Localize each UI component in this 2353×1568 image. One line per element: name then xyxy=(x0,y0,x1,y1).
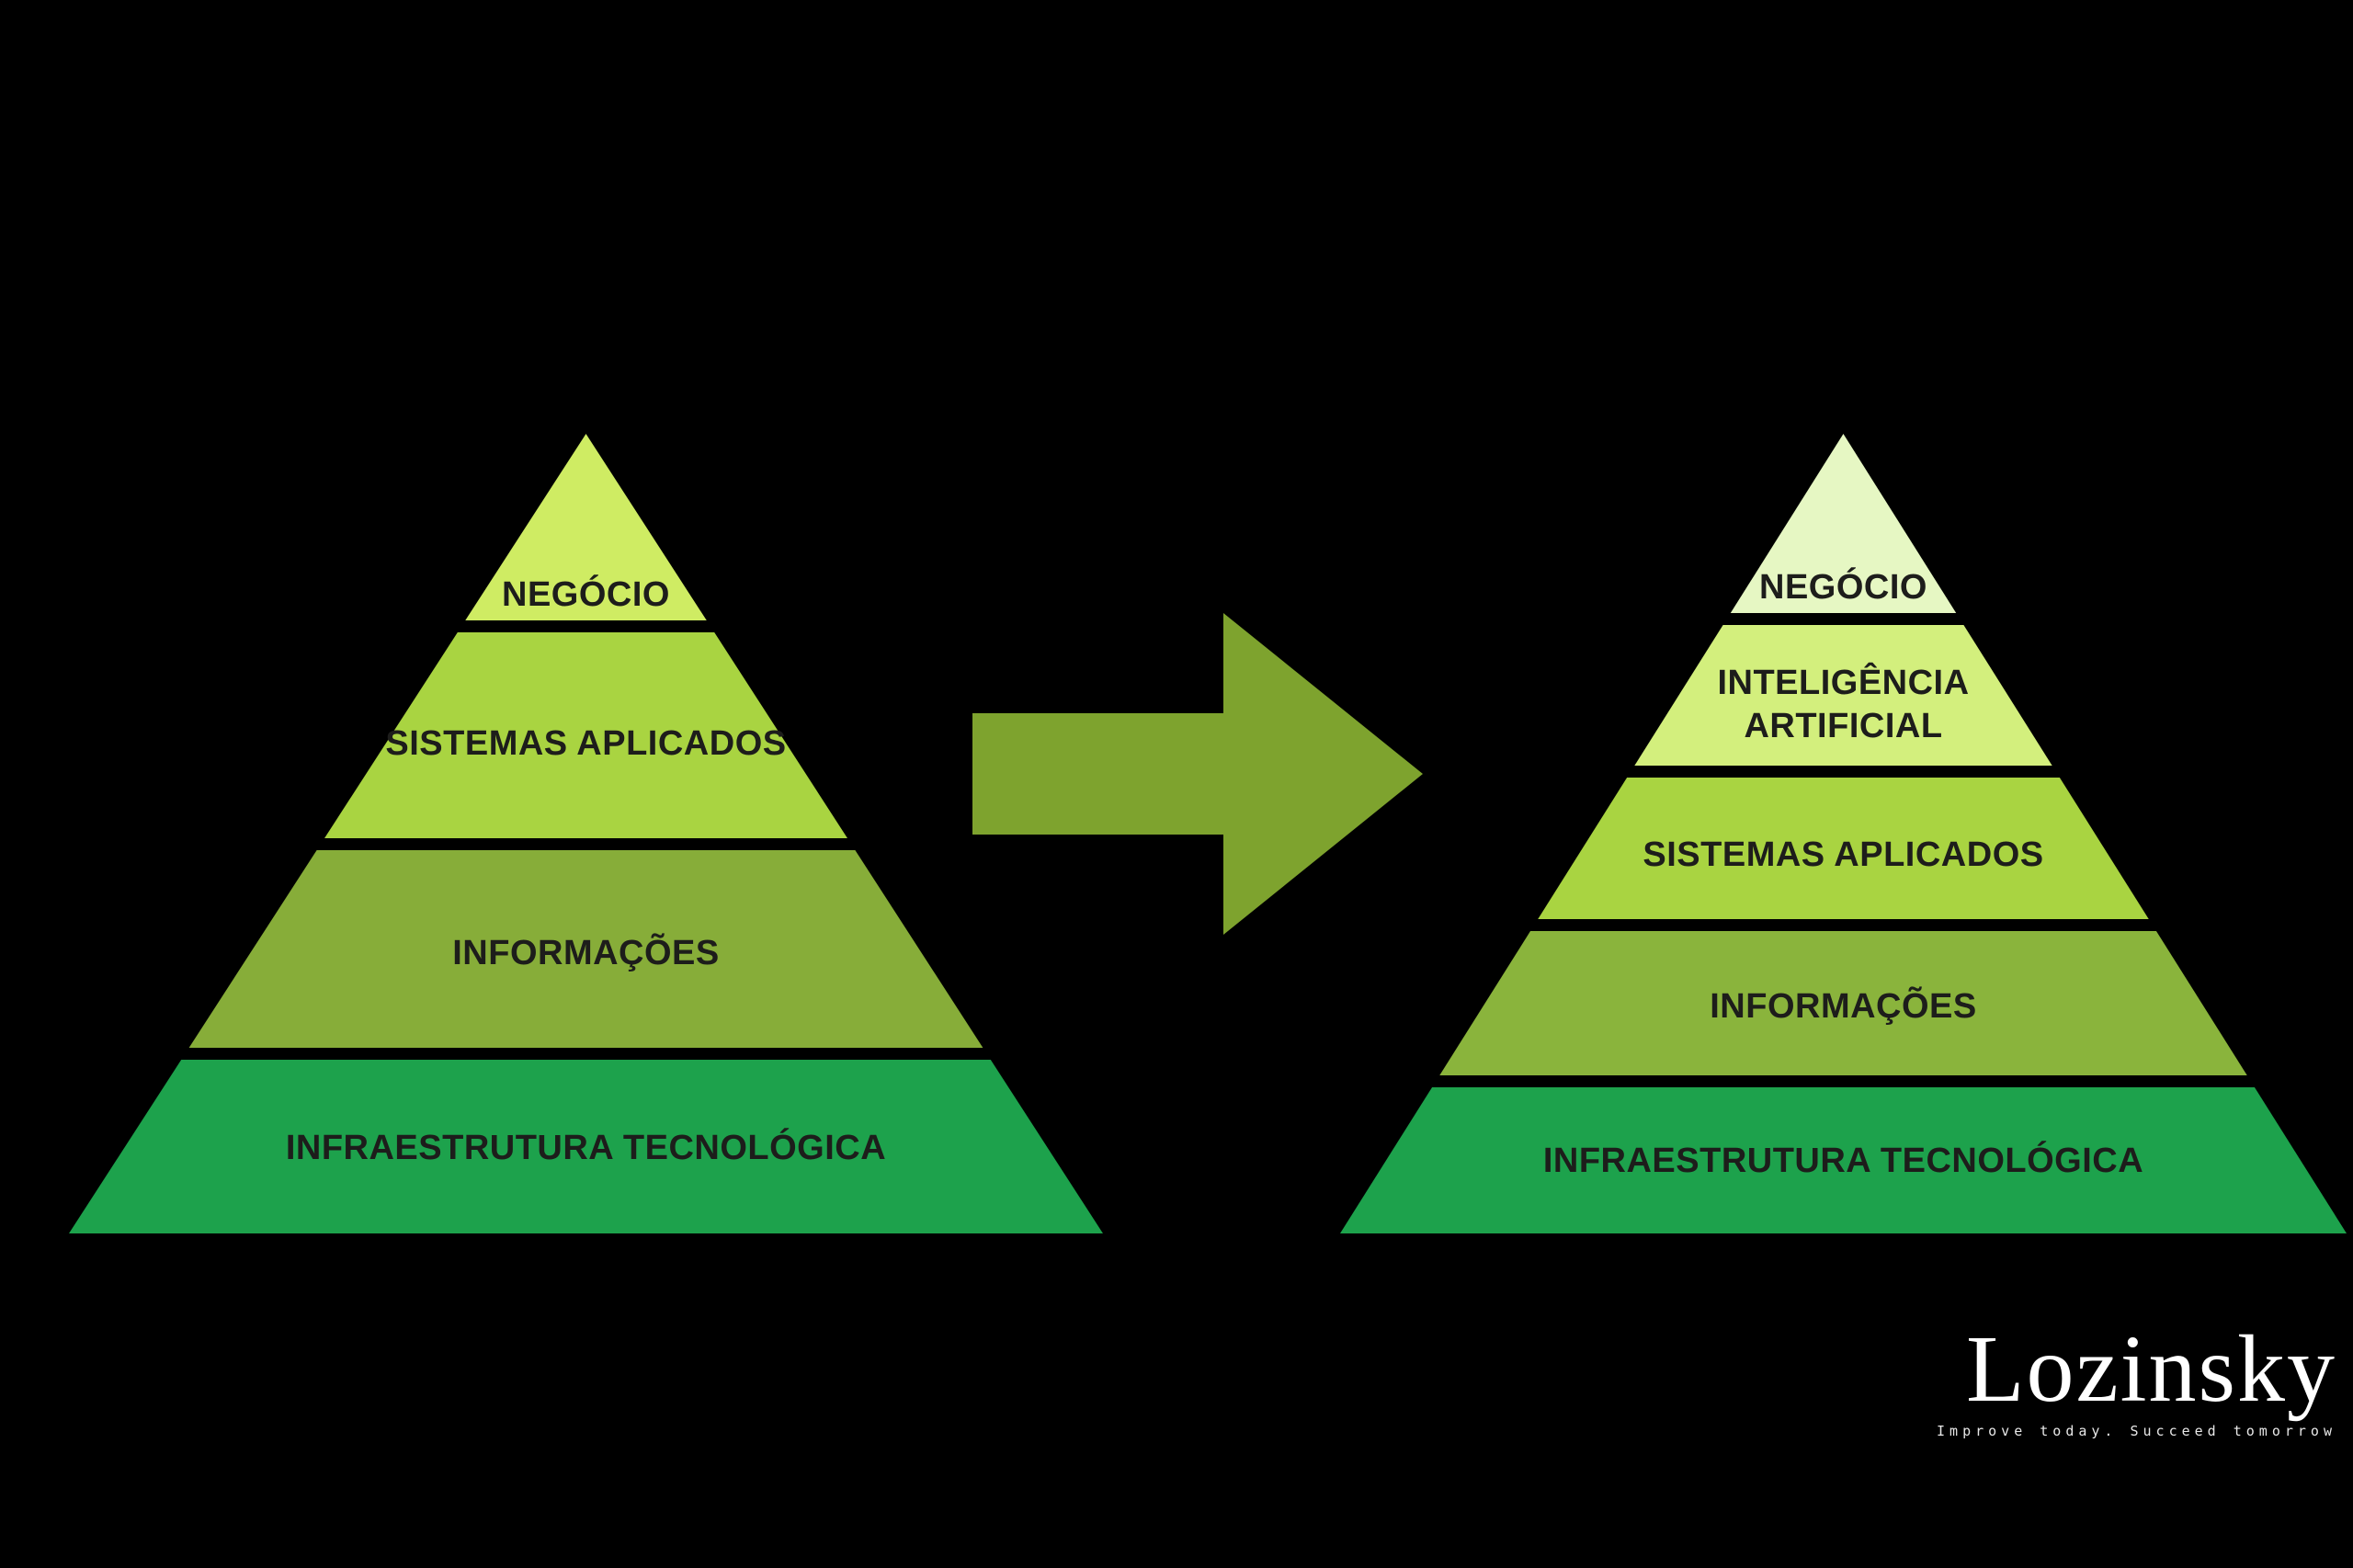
right-arrow-shape xyxy=(972,613,1423,935)
right-pyramid: NEGÓCIO INTELIGÊNCIA ARTIFICIAL SISTEMAS… xyxy=(1340,434,2347,1233)
right-arrow-icon xyxy=(972,613,1423,935)
layer-label: SISTEMAS APLICADOS xyxy=(385,724,787,764)
lozinsky-logo: Lozinsky Improve today. Succeed tomorrow xyxy=(1937,1316,2336,1440)
right-pyramid-label-infraestrutura: INFRAESTRUTURA TECNOLÓGICA xyxy=(1340,1090,2347,1233)
left-pyramid-label-sistemas-aplicados: SISTEMAS APLICADOS xyxy=(69,643,1103,846)
right-pyramid-label-sistemas-aplicados: SISTEMAS APLICADOS xyxy=(1340,786,2347,925)
layer-label: INTELIGÊNCIA ARTIFICIAL xyxy=(1717,663,1970,746)
layer-label: NEGÓCIO xyxy=(502,574,670,614)
left-pyramid-band-infraestrutura xyxy=(69,1060,1103,1233)
logo-tagline: Improve today. Succeed tomorrow xyxy=(1937,1423,2336,1439)
left-pyramid: NEGÓCIO SISTEMAS APLICADOS INFORMAÇÕES I… xyxy=(69,434,1103,1233)
right-pyramid-label-negocio: NEGÓCIO xyxy=(1340,434,2347,624)
logo-wordmark: Lozinsky xyxy=(1965,1316,2336,1422)
right-pyramid-band-infraestrutura xyxy=(1340,1087,2347,1233)
layer-label: INFORMAÇÕES xyxy=(452,934,720,973)
right-pyramid-labels: NEGÓCIO INTELIGÊNCIA ARTIFICIAL SISTEMAS… xyxy=(1340,434,2347,1233)
left-pyramid-label-negocio: NEGÓCIO xyxy=(69,434,1103,631)
right-pyramid-label-informacoes: INFORMAÇÕES xyxy=(1340,937,2347,1078)
layer-label: NEGÓCIO xyxy=(1759,567,1927,607)
left-pyramid-labels: NEGÓCIO SISTEMAS APLICADOS INFORMAÇÕES I… xyxy=(69,434,1103,1233)
layer-label: SISTEMAS APLICADOS xyxy=(1643,835,2044,874)
layer-label: INFRAESTRUTURA TECNOLÓGICA xyxy=(285,1128,887,1167)
layer-label: INFORMAÇÕES xyxy=(1710,987,1977,1027)
left-pyramid-label-informacoes: INFORMAÇÕES xyxy=(69,858,1103,1051)
layer-label: INFRAESTRUTURA TECNOLÓGICA xyxy=(1542,1142,2144,1181)
right-pyramid-label-inteligencia-artificial: INTELIGÊNCIA ARTIFICIAL xyxy=(1340,636,2347,774)
left-pyramid-label-infraestrutura: INFRAESTRUTURA TECNOLÓGICA xyxy=(69,1063,1103,1233)
